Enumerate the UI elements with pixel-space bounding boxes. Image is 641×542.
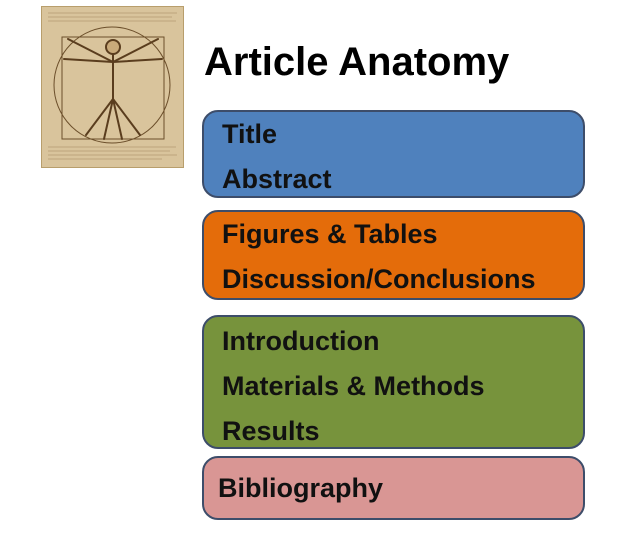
section-line: Bibliography (218, 473, 384, 503)
vitruvian-man-drawing (42, 7, 183, 167)
section-line: Abstract (222, 164, 332, 194)
section-box-figures-discussion: Figures & Tables Discussion/Conclusions (202, 210, 585, 300)
vitruvian-man-image (41, 6, 184, 168)
section-line: Introduction (222, 326, 380, 356)
section-line: Results (222, 416, 320, 446)
section-line: Materials & Methods (222, 371, 485, 401)
section-line: Discussion/Conclusions (222, 264, 536, 294)
section-box-front-matter: Title Abstract (202, 110, 585, 198)
section-line: Title (222, 119, 278, 149)
section-box-body: Introduction Materials & Methods Results (202, 315, 585, 449)
section-box-bibliography: Bibliography (202, 456, 585, 520)
diagram-title: Article Anatomy (204, 40, 510, 84)
section-line: Figures & Tables (222, 219, 438, 249)
